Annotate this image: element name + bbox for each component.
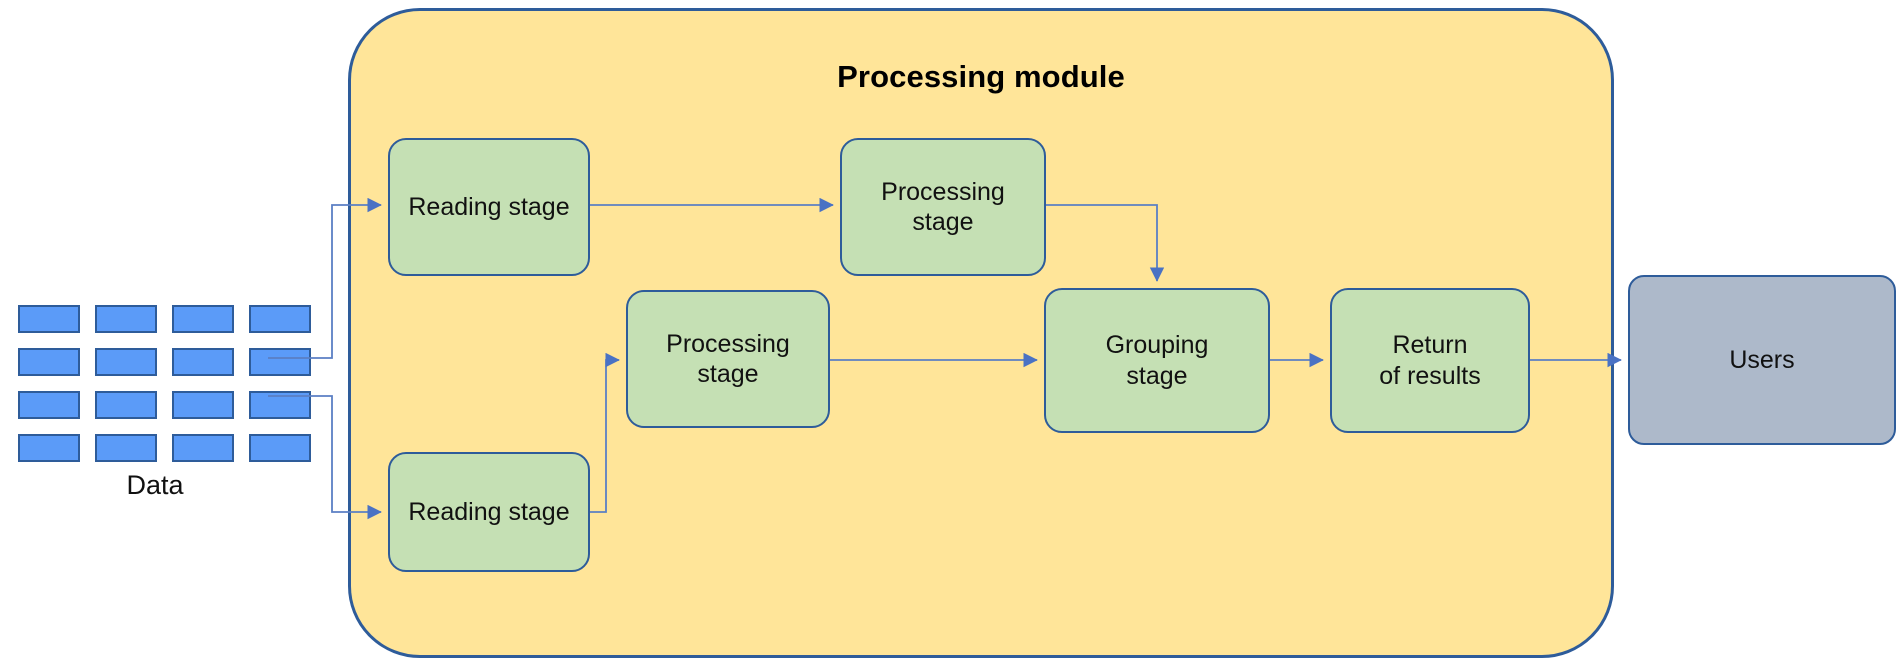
- data-cell: [172, 434, 234, 462]
- data-cell: [95, 348, 157, 376]
- data-cell: [18, 391, 80, 419]
- node-users[interactable]: Users: [1628, 275, 1896, 445]
- data-cell: [249, 391, 311, 419]
- data-cell: [172, 305, 234, 333]
- data-cell: [95, 391, 157, 419]
- data-label: Data: [126, 470, 184, 500]
- node-grouping-stage[interactable]: Grouping stage: [1044, 288, 1270, 433]
- node-reading-stage-top[interactable]: Reading stage: [388, 138, 590, 276]
- data-cell: [249, 434, 311, 462]
- data-cell: [18, 348, 80, 376]
- data-cell: [172, 348, 234, 376]
- data-cell: [249, 348, 311, 376]
- data-cell: [249, 305, 311, 333]
- data-grid: [18, 305, 311, 462]
- node-processing-stage-top[interactable]: Processing stage: [840, 138, 1046, 276]
- node-return-of-results[interactable]: Return of results: [1330, 288, 1530, 433]
- processing-module-title: Processing module: [837, 59, 1125, 94]
- data-cell: [95, 434, 157, 462]
- data-cell: [172, 391, 234, 419]
- node-reading-stage-bottom[interactable]: Reading stage: [388, 452, 590, 572]
- node-processing-stage-bottom[interactable]: Processing stage: [626, 290, 830, 428]
- data-cell: [18, 434, 80, 462]
- data-cell: [18, 305, 80, 333]
- data-cell: [95, 305, 157, 333]
